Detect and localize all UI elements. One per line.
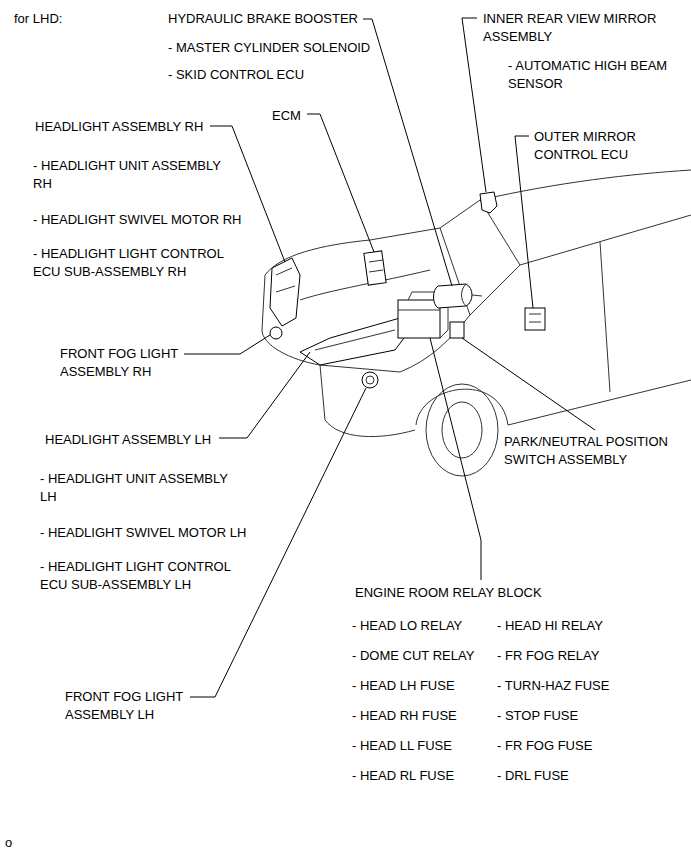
sub-part-label: - HEADLIGHT SWIVEL MOTOR RH: [33, 211, 242, 229]
sub-part-label: - HEADLIGHT LIGHT CONTROL ECU SUB-ASSEMB…: [40, 558, 240, 593]
part-label: PARK/NEUTRAL POSITION SWITCH ASSEMBLY: [504, 433, 679, 468]
leader-line: [307, 114, 374, 252]
leader-line: [430, 338, 481, 580]
leader-line: [363, 19, 452, 286]
part-label: OUTER MIRROR CONTROL ECU: [534, 128, 664, 163]
leader-line: [190, 388, 366, 697]
part-label: HEADLIGHT ASSEMBLY LH: [45, 431, 211, 449]
part-label: ECM: [272, 107, 301, 125]
variant-note: for LHD:: [14, 10, 62, 28]
sub-part-label: - HEADLIGHT UNIT ASSEMBLY LH: [40, 470, 240, 505]
part-label: HEADLIGHT ASSEMBLY RH: [35, 118, 203, 136]
part-label: INNER REAR VIEW MIRROR ASSEMBLY: [483, 10, 663, 45]
sub-part-label: - HEAD HI RELAY: [497, 617, 603, 635]
sub-part-label: - HEAD LL FUSE: [352, 737, 452, 755]
part-label: HYDRAULIC BRAKE BOOSTER: [168, 10, 358, 28]
leader-line: [184, 335, 270, 354]
sub-part-label: - HEAD LO RELAY: [352, 617, 462, 635]
car-body: [262, 170, 691, 476]
sub-part-label: - SKID CONTROL ECU: [168, 66, 304, 84]
leader-line: [515, 136, 533, 308]
leader-line: [219, 352, 310, 438]
sub-part-label: - HEAD RH FUSE: [352, 707, 457, 725]
leader-line: [462, 18, 486, 192]
figure-code: o: [5, 834, 12, 852]
sub-part-label: - DRL FUSE: [497, 767, 569, 785]
sub-part-label: - FR FOG FUSE: [497, 737, 592, 755]
leader-lines: [184, 18, 595, 697]
part-label: FRONT FOG LIGHT ASSEMBLY RH: [60, 345, 185, 380]
component-parts: [270, 192, 545, 388]
sub-part-label: - TURN-HAZ FUSE: [497, 677, 609, 695]
leader-line: [462, 338, 595, 430]
sub-part-label: - FR FOG RELAY: [497, 647, 599, 665]
sub-part-label: - HEAD RL FUSE: [352, 767, 454, 785]
sub-part-label: - STOP FUSE: [497, 707, 578, 725]
part-label: ENGINE ROOM RELAY BLOCK: [355, 584, 542, 602]
sub-part-label: - AUTOMATIC HIGH BEAM SENSOR: [508, 57, 678, 92]
leader-line: [210, 126, 285, 262]
sub-part-label: - HEADLIGHT UNIT ASSEMBLY RH: [33, 157, 233, 192]
sub-part-label: - HEADLIGHT LIGHT CONTROL ECU SUB-ASSEMB…: [33, 245, 233, 280]
part-label: FRONT FOG LIGHT ASSEMBLY LH: [65, 688, 190, 723]
sub-part-label: - DOME CUT RELAY: [352, 647, 474, 665]
sub-part-label: - MASTER CYLINDER SOLENOID: [168, 39, 370, 57]
sub-part-label: - HEAD LH FUSE: [352, 677, 455, 695]
sub-part-label: - HEADLIGHT SWIVEL MOTOR LH: [40, 524, 246, 542]
